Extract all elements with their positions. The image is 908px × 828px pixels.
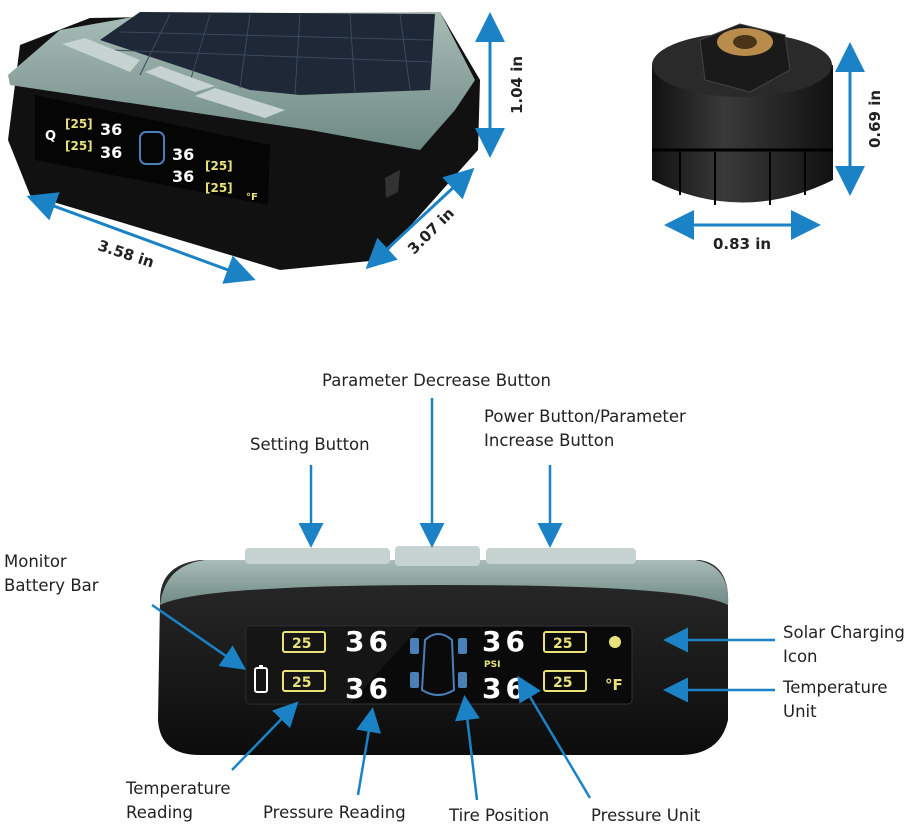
pressure-reading-rr: 36 — [482, 672, 529, 705]
tire-sensor-image — [652, 23, 833, 205]
temperature-unit: °F — [605, 676, 623, 694]
svg-text:°F: °F — [246, 192, 258, 203]
temp-reading-fr: 25 — [553, 636, 572, 652]
sensor-diameter-label: 0.83 in — [713, 235, 772, 253]
depth-arrow — [365, 167, 475, 270]
label-parameter-decrease: Parameter Decrease Button — [322, 371, 551, 390]
temp-reading-fl: 25 — [292, 636, 311, 652]
label-pressure-unit: Pressure Unit — [591, 806, 701, 825]
pressure-reading-fr: 36 — [482, 625, 529, 658]
sensor-height-label: 0.69 in — [866, 89, 885, 149]
power-button[interactable] — [486, 548, 636, 564]
monitor-front-view: 25 25 25 25 36 36 36 36 PSI °F — [158, 546, 729, 755]
svg-text:Q: Q — [45, 129, 56, 144]
monitor-perspective-view: [25] 36 [25] 36 36 [25] 36 [25] °F Q — [8, 12, 480, 270]
temp-reading-rr: 25 — [553, 675, 572, 691]
decrease-button[interactable] — [395, 546, 480, 566]
pressure-reading-fl: 36 — [345, 625, 392, 658]
svg-text:36: 36 — [172, 167, 194, 186]
svg-text:[25]: [25] — [205, 181, 233, 195]
svg-text:36: 36 — [172, 145, 194, 164]
pressure-unit: PSI — [484, 660, 500, 670]
label-tire-position: Tire Position — [449, 806, 550, 825]
battery-icon — [254, 665, 268, 693]
svg-text:36: 36 — [100, 120, 122, 139]
car-tire-icon — [410, 633, 467, 696]
label-pressure-reading: Pressure Reading — [263, 803, 406, 822]
width-arrow — [26, 192, 256, 284]
setting-button[interactable] — [245, 548, 390, 564]
svg-text:[25]: [25] — [65, 117, 93, 131]
temp-reading-rl: 25 — [292, 675, 311, 691]
pressure-reading-rl: 36 — [345, 672, 392, 705]
callout-arrows — [151, 398, 775, 801]
label-setting-button: Setting Button — [250, 435, 370, 454]
svg-text:[25]: [25] — [65, 139, 93, 153]
svg-text:[25]: [25] — [205, 159, 233, 173]
monitor-height-label: 1.04 in — [508, 55, 527, 115]
solar-charging-icon — [609, 636, 621, 648]
svg-text:36: 36 — [100, 143, 122, 162]
